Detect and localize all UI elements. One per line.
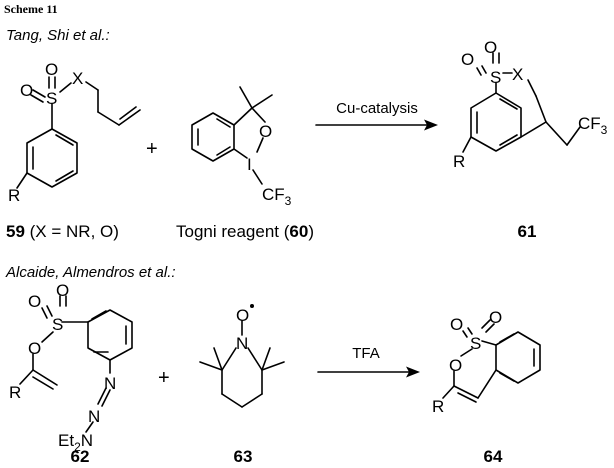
label-compound-60: Togni reagent (60) (176, 222, 314, 241)
atom-O-62a: O (28, 292, 41, 311)
atom-O-63: O (236, 306, 249, 325)
atom-S-64: S (470, 334, 481, 353)
compound-63-structure: O N (199, 304, 285, 408)
compound-59-structure: O O S X R (8, 60, 141, 205)
atom-S-61: S (490, 68, 501, 87)
atom-N-62b: N (88, 407, 100, 426)
compound-60-structure: O I CF3 (191, 86, 292, 208)
atom-O-60: O (259, 122, 272, 141)
compound-61-structure: O O S X CF3 R (453, 38, 608, 171)
net2-group-62: Et2N (58, 431, 93, 454)
compound-62-structure: O O S O R N N Et2N (9, 281, 133, 454)
atom-O-64a: O (450, 315, 463, 334)
atom-O-59a: O (20, 81, 33, 100)
radical-dot (250, 304, 254, 308)
atom-N-62a: N (104, 374, 116, 393)
atom-O-59b: O (45, 60, 58, 79)
scheme-title: Scheme 11 (4, 2, 58, 16)
label-compound-61: 61 (518, 222, 537, 241)
atom-R-64: R (432, 397, 444, 416)
atom-O-61b: O (484, 38, 497, 57)
atom-S-59: S (46, 89, 57, 108)
atom-X-59: X (72, 69, 83, 88)
atom-O-62c: O (28, 339, 41, 358)
reaction-arrow-1 (315, 119, 438, 131)
atom-R-59: R (8, 186, 20, 205)
atom-R-61: R (453, 152, 465, 171)
compound-64-structure: O O S O R (432, 308, 541, 416)
label-compound-59: 59 (X = NR, O) (6, 222, 119, 241)
label-compound-62: 62 (71, 447, 90, 466)
atom-O-61a: O (461, 50, 474, 69)
atom-O-64b: O (489, 308, 502, 327)
reaction-arrow-2 (317, 366, 420, 378)
cf3-group-60: CF3 (262, 185, 292, 208)
atom-O-62b: O (56, 281, 69, 300)
plus-sign-2: + (158, 367, 170, 389)
atom-R-62: R (9, 383, 21, 402)
label-compound-63: 63 (234, 447, 253, 466)
atom-S-62: S (52, 315, 63, 334)
label-compound-64: 64 (484, 447, 503, 466)
arrow2-label: TFA (352, 345, 380, 362)
atom-X-61: X (512, 65, 523, 84)
atom-O-64c: O (449, 356, 462, 375)
atom-N-63: N (236, 334, 248, 353)
plus-sign-1: + (146, 138, 158, 160)
arrow1-label: Cu-catalysis (336, 100, 418, 117)
atom-I-60: I (247, 155, 252, 174)
cf3-group-61: CF3 (578, 114, 608, 137)
section2-authors: Alcaide, Almendros et al.: (5, 264, 176, 281)
section1-authors: Tang, Shi et al.: (6, 27, 110, 44)
